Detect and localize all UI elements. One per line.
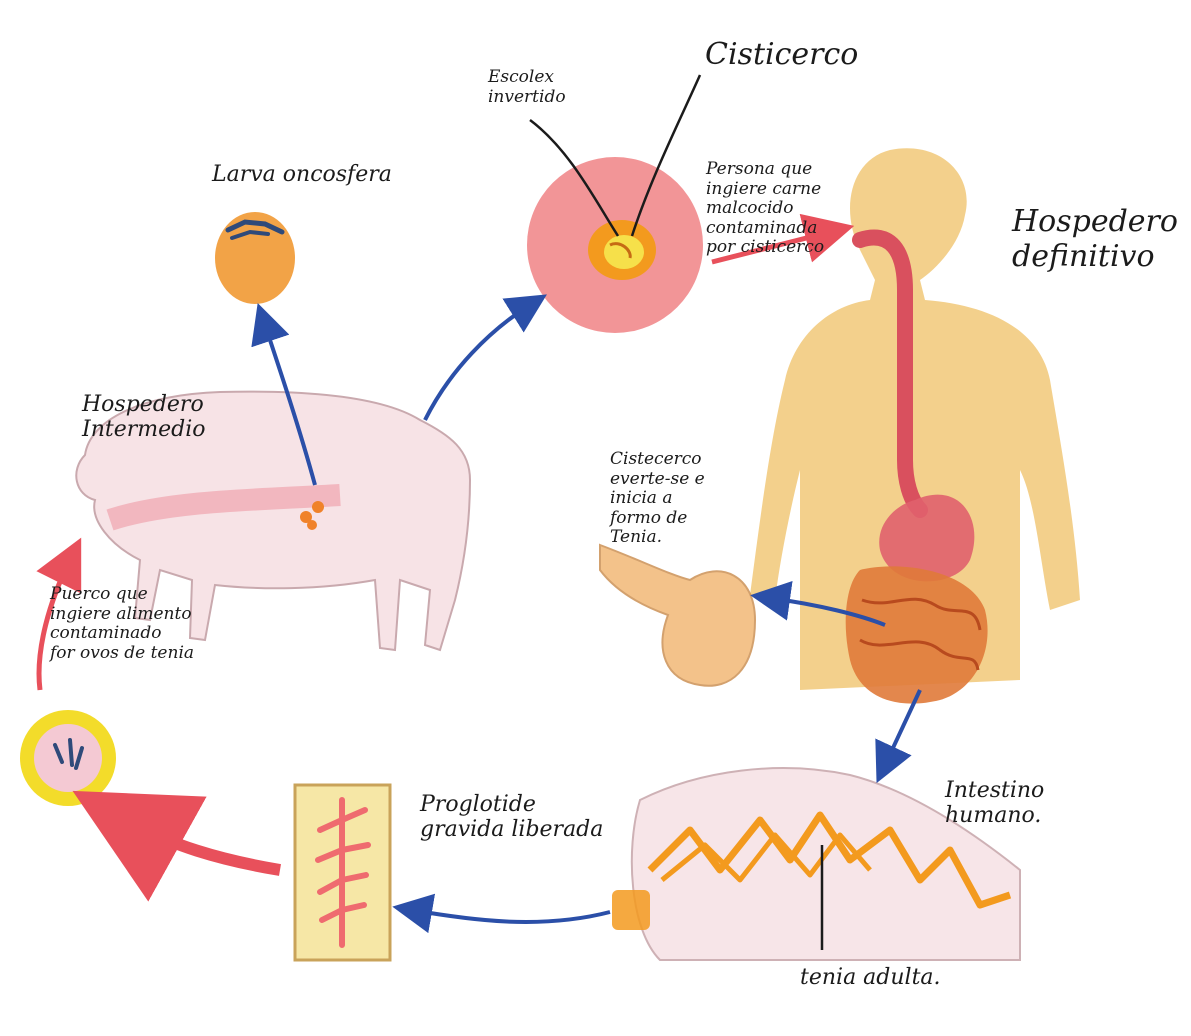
everted-scolex-icon: [600, 545, 755, 686]
egg-icon: [215, 212, 295, 304]
label-larva-oncosfera: Larva oncosfera: [212, 162, 392, 187]
label-puerco: Puerco que ingiere alimento contaminado …: [50, 585, 194, 663]
label-hospedero-intermedio: Hospedero Intermedio: [82, 392, 205, 443]
label-hospedero-definitivo: Hospedero definitivo: [1012, 205, 1178, 274]
tapeworm-egg-icon: [20, 710, 116, 806]
proglottid-icon: [295, 785, 390, 960]
label-intestino-humano: Intestino humano.: [945, 778, 1044, 829]
label-tenia-adulta: tenia adulta.: [800, 965, 941, 990]
label-cisticerco: Cisticerco: [705, 38, 858, 73]
label-escolex: Escolex invertido: [488, 68, 566, 107]
label-persona: Persona que ingiere carne malcocido cont…: [706, 160, 824, 258]
cyst-icon: [527, 157, 703, 333]
label-cistecerco: Cistecerco everte-se e inicia a formo de…: [610, 450, 705, 548]
label-proglotide: Proglotide gravida liberada: [420, 792, 603, 843]
